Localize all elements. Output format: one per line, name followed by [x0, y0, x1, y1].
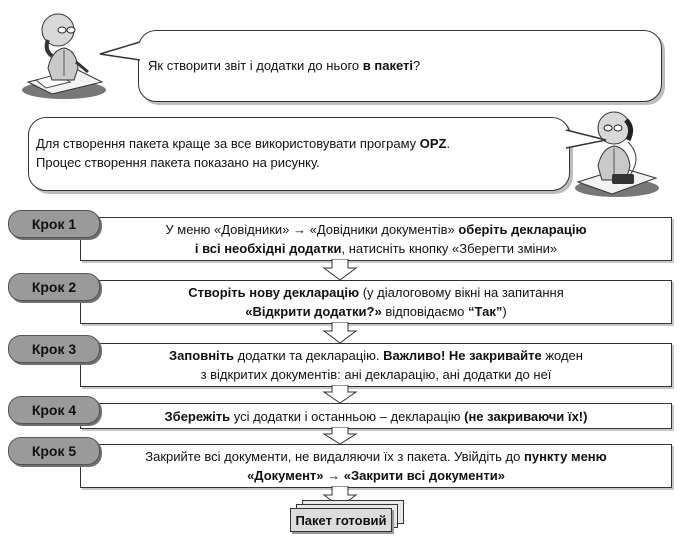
- question-bubble: [138, 30, 662, 102]
- step-3-line: з відкритих документів: ані декларацію, …: [169, 365, 583, 384]
- step-4-line: Збережіть усі додатки і останньою – декл…: [165, 407, 588, 426]
- step-5-text: Закрийте всі документи, не видаляючи їх …: [135, 447, 617, 485]
- step-5-box: Закрийте всі документи, не видаляючи їх …: [80, 444, 672, 488]
- step-text-segment: ): [502, 304, 507, 319]
- answer-text: Для створення пакета краще за все викори…: [36, 134, 450, 172]
- step-text-segment: (у діалоговому вікні на запитання: [359, 285, 564, 300]
- step-2-text: Створіть нову декларацію (у діалоговому …: [178, 283, 574, 321]
- step-text-segment: Важливо! Не закривайте: [383, 348, 542, 363]
- answer-line-2: Процес створення пакета показано на рису…: [36, 155, 320, 170]
- answer-line-1: Для створення пакета краще за все викори…: [36, 136, 451, 151]
- arrow-down-icon: [322, 259, 358, 281]
- step-text-segment: «Документ»: [247, 468, 324, 483]
- step-text-segment: з відкритих документів: ані декларацію, …: [200, 367, 552, 382]
- step-3-line: Заповніть додатки та декларацію. Важливо…: [169, 346, 583, 365]
- step-4-text: Збережіть усі додатки і останньою – декл…: [155, 407, 598, 426]
- step-text-segment: , натисніть кнопку «Зберегти зміни»: [341, 241, 558, 256]
- answer-bubble-tail: [565, 129, 607, 149]
- step-text-segment: У меню «Довідники» → «Довідники документ…: [165, 222, 459, 237]
- step-text-segment: (не закриваючи їх!): [464, 408, 588, 424]
- step-2-label: Крок 2: [8, 273, 100, 301]
- step-5-label: Крок 5: [8, 437, 100, 465]
- step-5-line: Закрийте всі документи, не видаляючи їх …: [145, 447, 607, 466]
- step-text-segment: Закрийте всі документи, не видаляючи їх …: [145, 449, 524, 464]
- step-text-segment: усі додатки і останньою – декларацію: [230, 408, 465, 424]
- step-text-segment: “Так”: [468, 304, 503, 319]
- step-text-segment: пункту меню: [523, 449, 607, 464]
- arrow-down-icon: [322, 385, 358, 404]
- step-5-line: «Документ» → «Закрити всі документи»: [145, 466, 607, 485]
- step-text-segment: →: [323, 468, 344, 483]
- step-3-label: Крок 3: [8, 335, 100, 363]
- step-text-segment: Збережіть: [164, 408, 231, 424]
- arrow-down-icon: [322, 322, 358, 344]
- step-text-segment: додатки та декларацію.: [234, 348, 384, 363]
- step-3-text: Заповніть додатки та декларацію. Важливо…: [159, 346, 593, 384]
- step-1-text: У меню «Довідники» → «Довідники документ…: [155, 220, 596, 258]
- step-text-segment: відповідаємо: [381, 304, 469, 319]
- step-2-line: «Відкрити додатки?» відповідаємо “Так”): [188, 302, 564, 321]
- step-1-box: У меню «Довідники» → «Довідники документ…: [80, 217, 672, 261]
- step-text-segment: оберіть декларацію: [458, 222, 587, 237]
- step-1-label: Крок 1: [8, 210, 100, 238]
- phone-character-icon: [575, 111, 659, 197]
- step-1-line: і всі необхідні додатки, натисніть кнопк…: [165, 239, 586, 258]
- step-2-line: Створіть нову декларацію (у діалоговому …: [188, 283, 564, 302]
- step-text-segment: і всі необхідні додатки: [194, 241, 342, 256]
- answer-bubble: [28, 117, 570, 191]
- step-text-segment: Заповніть: [169, 348, 235, 363]
- result-label: Пакет готовий: [290, 508, 392, 532]
- thinking-character-icon: [22, 13, 106, 99]
- step-3-box: Заповніть додатки та декларацію. Важливо…: [80, 343, 672, 387]
- step-4-box: Збережіть усі додатки і останньою – декл…: [80, 403, 672, 429]
- arrow-down-icon: [322, 427, 358, 445]
- step-2-box: Створіть нову декларацію (у діалоговому …: [80, 280, 672, 324]
- step-text-segment: «Відкрити додатки?»: [245, 304, 382, 319]
- step-text-segment: Створіть нову декларацію: [188, 285, 360, 300]
- step-4-label: Крок 4: [8, 396, 100, 424]
- question-bubble-tail: [99, 41, 141, 61]
- step-1-line: У меню «Довідники» → «Довідники документ…: [165, 220, 586, 239]
- step-text-segment: «Закрити всі документи»: [343, 468, 505, 483]
- step-text-segment: жоден: [541, 348, 583, 363]
- question-text: Як створити звіт і додатки до нього в па…: [148, 58, 421, 73]
